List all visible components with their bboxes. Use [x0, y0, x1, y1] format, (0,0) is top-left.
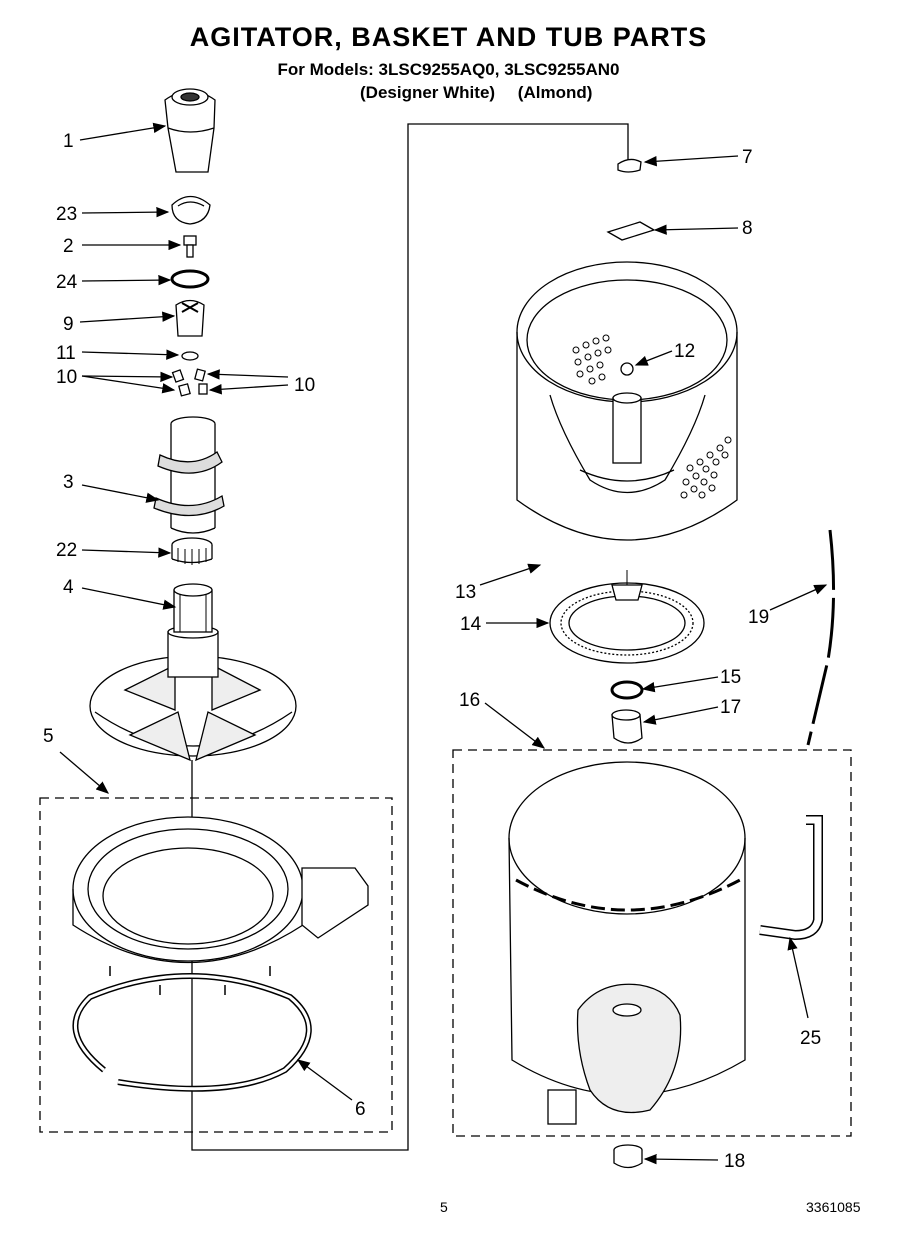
part-agitator-cap [164, 88, 216, 173]
part-ring-15 [610, 680, 644, 700]
callout-10-right: 10 [294, 375, 315, 396]
callout-19: 19 [748, 607, 769, 628]
model-colors: (Designer White) (Almond) [360, 83, 610, 103]
part-cap-23 [171, 195, 211, 225]
page-title: AGITATOR, BASKET AND TUB PARTS [189, 22, 708, 52]
part-cam [175, 299, 205, 337]
callout-6: 6 [355, 1099, 366, 1120]
part-fill-tube [759, 815, 823, 941]
callout-7: 7 [742, 147, 753, 168]
part-hose-19 [806, 529, 836, 746]
callout-22: 22 [56, 540, 77, 561]
basket-holes-right [680, 436, 732, 499]
color-almond: (Almond) [517, 83, 593, 102]
callout-12: 12 [674, 341, 695, 362]
callout-14: 14 [460, 614, 482, 635]
callout-18: 18 [724, 1151, 745, 1172]
tub-group-box [452, 749, 852, 1137]
basket-holes-left [572, 334, 612, 385]
callout-9: 9 [63, 314, 74, 335]
part-agitator-barrel [153, 416, 225, 534]
callout-23: 23 [56, 204, 77, 225]
part-spanner-nut [611, 709, 643, 744]
part-dogs-10 [171, 368, 208, 397]
callout-13: 13 [455, 582, 476, 603]
callout-24: 24 [56, 272, 78, 293]
part-tub-bottom-fitting [613, 1144, 643, 1169]
callout-1: 1 [63, 131, 74, 152]
callout-2: 2 [63, 236, 74, 257]
part-bolt [183, 235, 197, 258]
part-agitator-base [89, 583, 297, 762]
part-spin-basket [516, 261, 738, 541]
callout-11: 11 [56, 343, 76, 364]
part-bearing-22 [171, 537, 213, 565]
callout-5: 5 [43, 726, 54, 747]
part-drive-plate [549, 570, 705, 664]
callout-8: 8 [742, 218, 753, 239]
part-pad-8 [606, 221, 656, 241]
part-split-ring [72, 973, 312, 1092]
callout-16: 16 [459, 690, 480, 711]
part-outer-tub [508, 761, 746, 1125]
callout-17: 17 [720, 697, 741, 718]
callout-10-left: 10 [56, 367, 77, 388]
callout-3: 3 [63, 472, 74, 493]
callout-4: 4 [63, 577, 74, 598]
part-washer-11 [181, 351, 199, 361]
seal-ring-group-box [39, 797, 393, 1133]
leader-lines [59, 122, 828, 1165]
part-o-ring-24 [170, 269, 210, 289]
assembly-connector-line [191, 123, 629, 1151]
part-tub-ring [72, 816, 369, 995]
models-line: For Models: 3LSC9255AQ0, 3LSC9255AN0 [277, 60, 620, 79]
part-clip-7 [617, 158, 642, 173]
color-designer-white: (Designer White) [360, 83, 496, 102]
callout-15: 15 [720, 667, 741, 688]
document-code: 3361085 [806, 1199, 861, 1215]
page-number: 5 [440, 1199, 448, 1215]
callout-25: 25 [800, 1028, 821, 1049]
